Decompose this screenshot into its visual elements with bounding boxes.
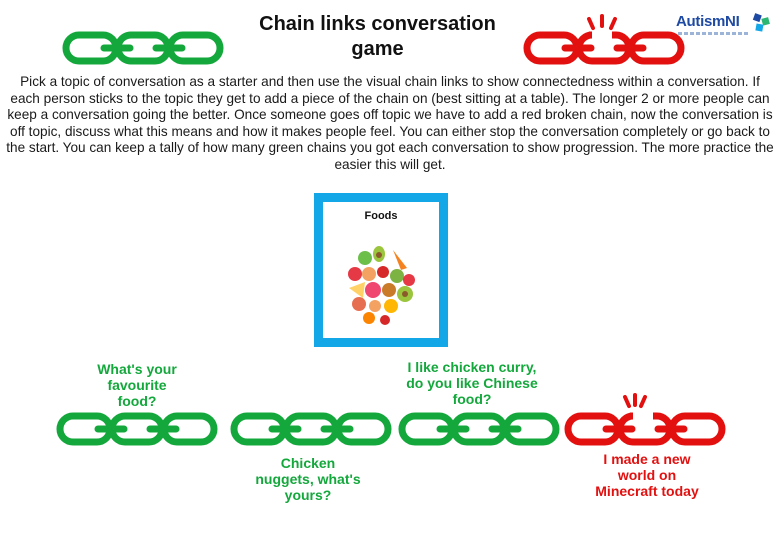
conversation-line-2: Chicken nuggets, what's yours? <box>255 455 361 503</box>
example-green-chain-icon <box>62 30 224 66</box>
break-marks-icon <box>623 393 647 408</box>
puzzle-logo-icon <box>752 13 770 32</box>
instructions-text: Pick a topic of conversation as a starte… <box>6 74 774 172</box>
conversation-line-3: I like chicken curry, do you like Chines… <box>406 359 538 407</box>
logo-tagline-decoration <box>678 32 748 35</box>
green-chain-icon <box>398 412 560 446</box>
food-collage-icon <box>348 246 415 325</box>
green-chain-icon <box>56 412 218 446</box>
green-chain-icon <box>230 412 392 446</box>
conversation-line-4-off-topic: I made a new world on Minecraft today <box>595 451 699 499</box>
topic-card: Foods <box>314 193 448 347</box>
broken-red-chain-icon <box>564 412 726 446</box>
logo-text: AutismNI <box>676 13 740 30</box>
page-title: Chain links conversation game <box>259 13 496 60</box>
topic-card-label: Foods <box>364 210 398 222</box>
conversation-chain <box>56 411 726 447</box>
autismni-logo: AutismNI <box>674 10 774 42</box>
conversation-line-1: What's your favourite food? <box>97 361 177 409</box>
example-broken-red-chain-icon <box>523 14 685 66</box>
